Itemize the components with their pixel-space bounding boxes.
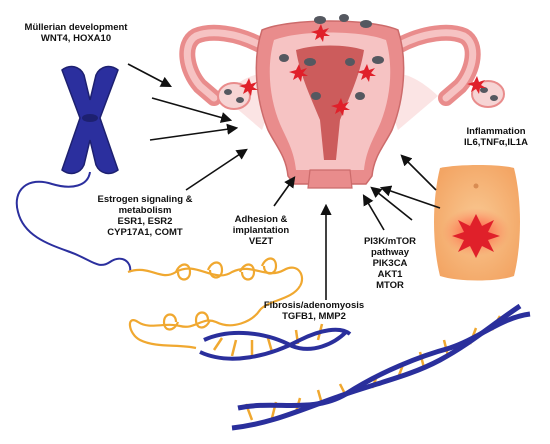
- label-inflammation: Inflammation IL6,TNFα,IL1A: [446, 126, 546, 148]
- fibrosis-title: Fibrosis/adenomyosis: [263, 300, 365, 311]
- chromosome-icon: [15, 65, 132, 273]
- adhesion-subtitle: implantation: [232, 225, 290, 236]
- arrow-inflammation: [400, 154, 437, 191]
- estrogen-title: Estrogen signaling &: [97, 194, 193, 205]
- adhesion-gene: VEZT: [248, 236, 274, 247]
- inflammation-genes: IL6,TNFα,IL1A: [464, 137, 528, 148]
- arrow-abdomen-1: [370, 186, 413, 221]
- arrow-adhesion: [273, 176, 296, 207]
- arrows: [127, 63, 441, 300]
- pi3k-subtitle: pathway: [370, 247, 409, 258]
- arrow-chromosome-2: [149, 123, 239, 141]
- label-fibrosis: Fibrosis/adenomyosis TGFB1, MMP2: [256, 300, 372, 322]
- arrow-mullerian: [127, 63, 172, 88]
- label-pi3k: PI3K/mTOR pathway PIK3CA AKT1 MTOR: [358, 236, 422, 291]
- arrow-chromosome-1: [151, 97, 233, 123]
- label-mullerian: Müllerian development WNT4, HOXA10: [6, 22, 146, 44]
- estrogen-genes-2: CYP17A1, COMT: [107, 227, 183, 238]
- arrow-pi3k: [362, 194, 385, 231]
- dna-strand-icon: [127, 257, 304, 350]
- pi3k-gene-1: PIK3CA: [372, 258, 408, 269]
- estrogen-subtitle: metabolism: [118, 205, 172, 216]
- arrow-estrogen: [185, 148, 248, 191]
- pi3k-gene-3: MTOR: [376, 280, 404, 291]
- dna-helix-icon: [199, 303, 531, 431]
- uterus-icon: [179, 14, 505, 189]
- pi3k-gene-2: AKT1: [377, 269, 403, 280]
- mullerian-genes: WNT4, HOXA10: [40, 33, 112, 44]
- abdomen-pain-icon: [434, 165, 520, 281]
- inflammation-title: Inflammation: [466, 126, 526, 137]
- mullerian-title: Müllerian development: [24, 22, 128, 33]
- adhesion-title: Adhesion &: [234, 214, 288, 225]
- label-adhesion: Adhesion & implantation VEZT: [224, 214, 298, 247]
- label-estrogen: Estrogen signaling & metabolism ESR1, ES…: [80, 194, 210, 238]
- pi3k-title: PI3K/mTOR: [363, 236, 417, 247]
- fibrosis-genes: TGFB1, MMP2: [282, 311, 346, 322]
- arrow-abdomen-2: [379, 185, 441, 209]
- estrogen-genes-1: ESR1, ESR2: [117, 216, 173, 227]
